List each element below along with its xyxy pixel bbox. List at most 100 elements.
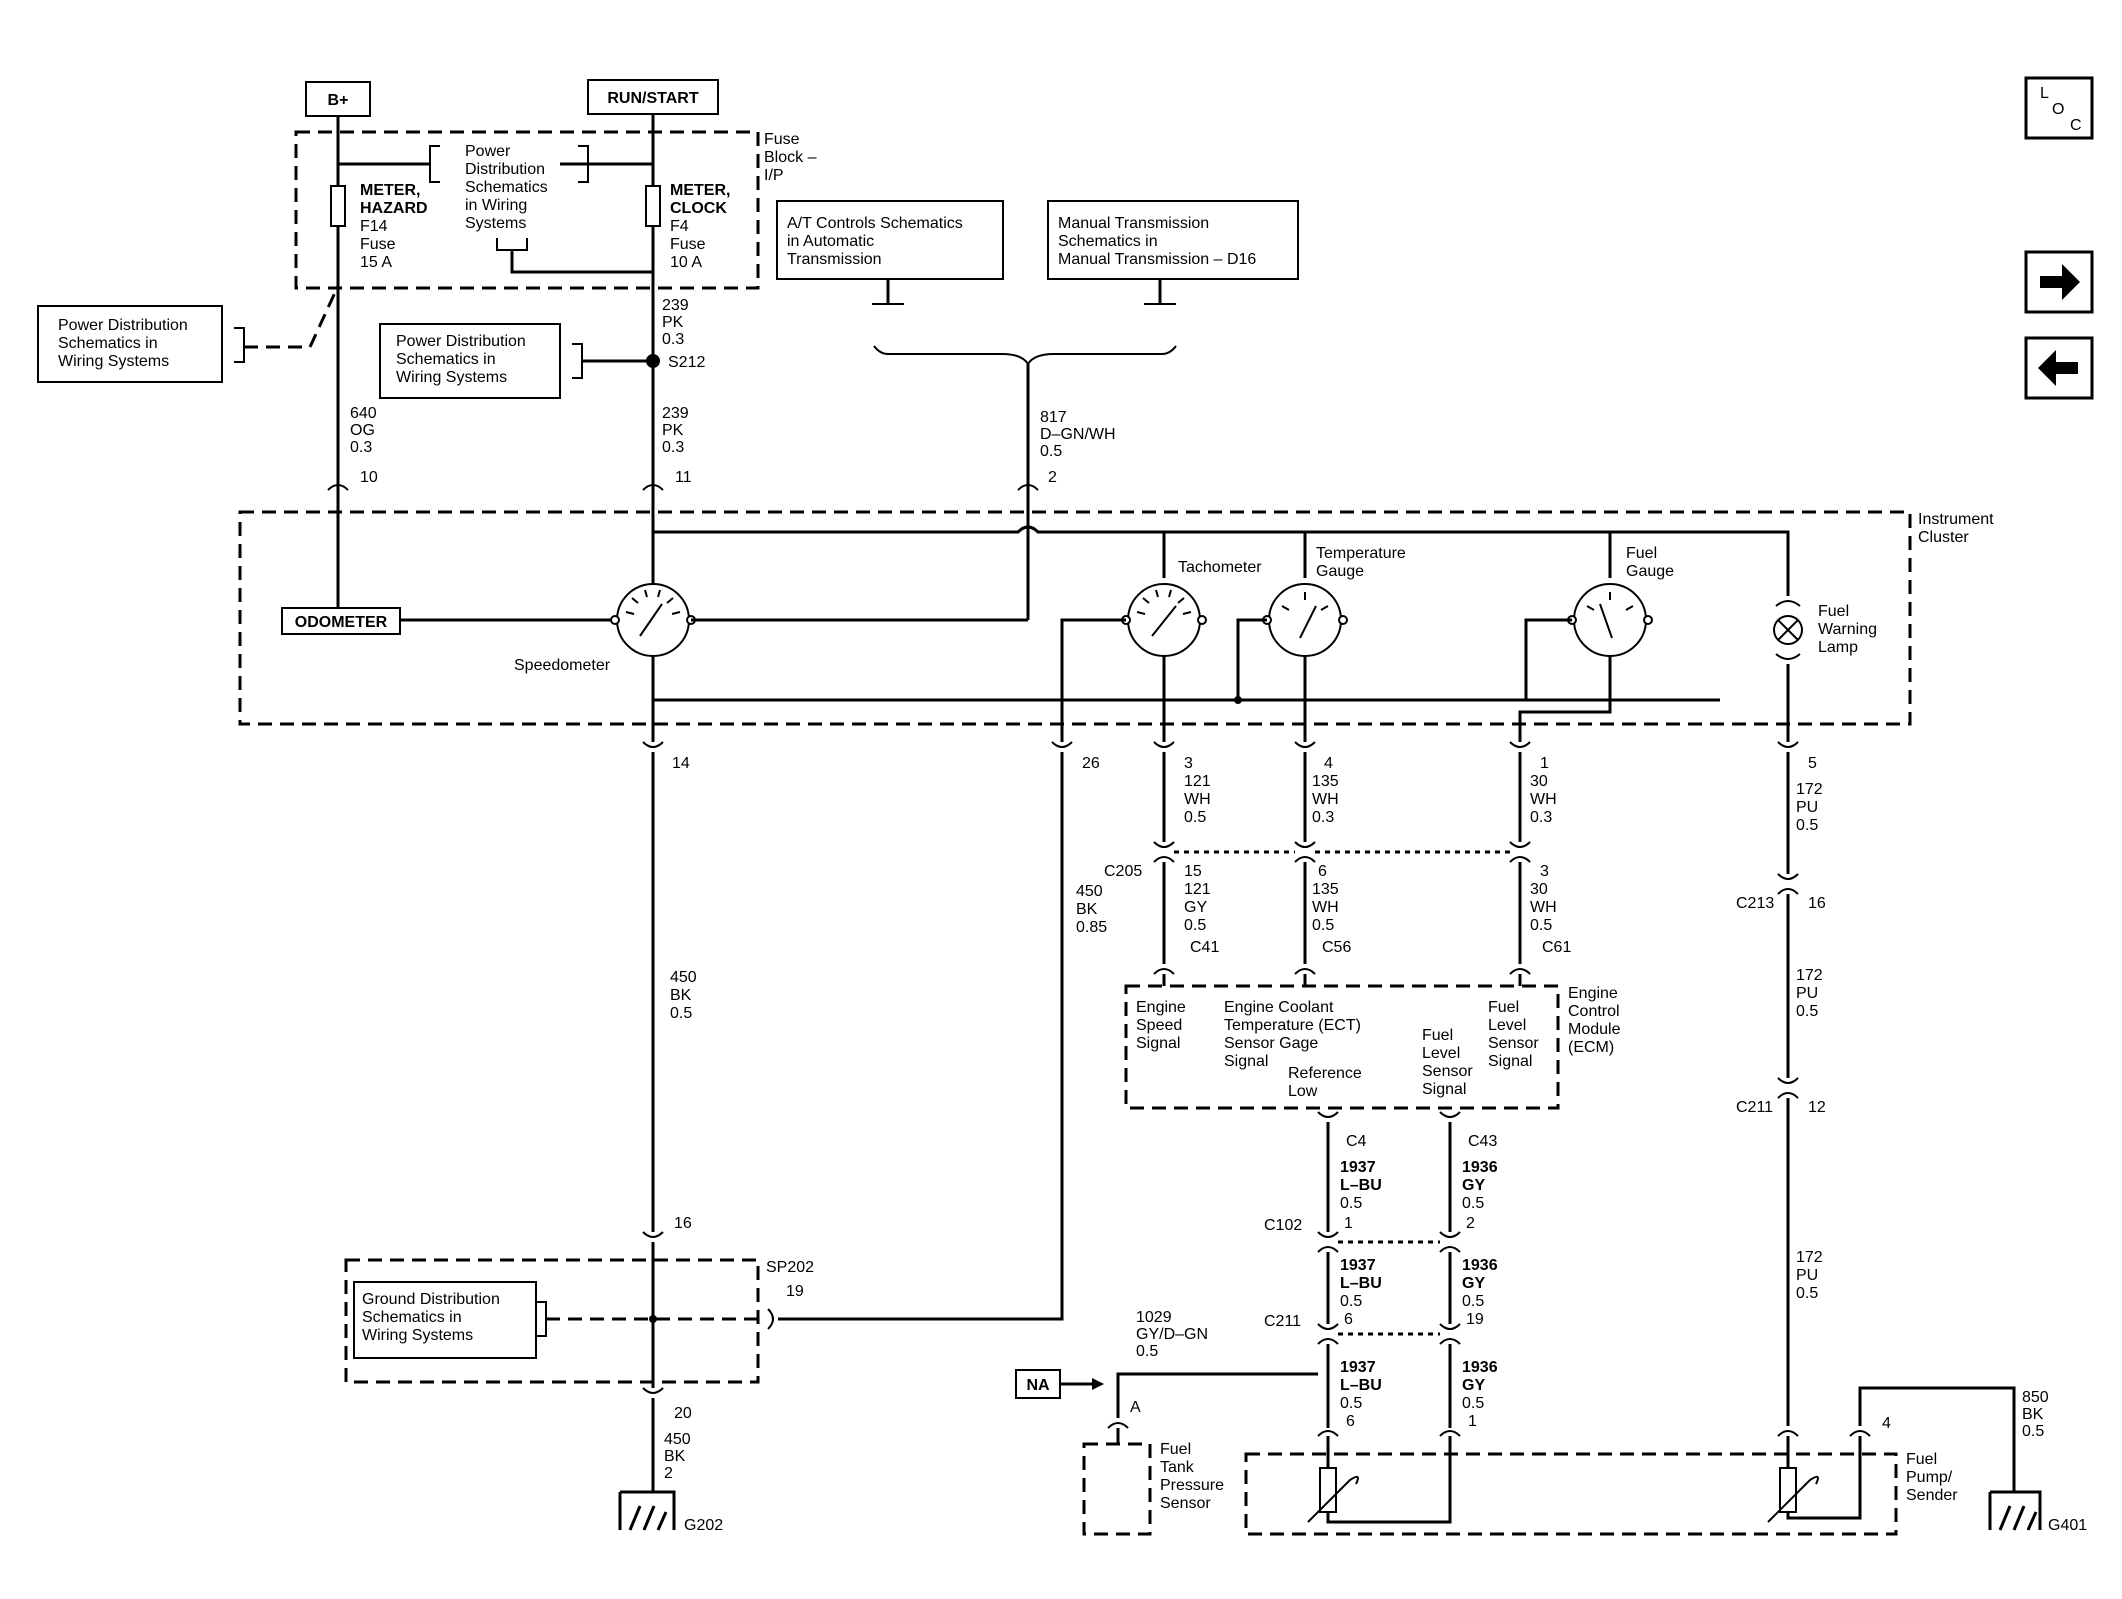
ground-g202-label: G202 [684,1517,723,1534]
wire-640: 640 OG 0.3 [350,405,381,456]
pin-15: 15 [1184,863,1202,880]
ecm-reference-low: Reference Low [1288,1065,1366,1100]
sp202-outline [344,1258,760,1384]
wire-172-pu-2: 172 PU 0.5 [1796,967,1827,1020]
wire-850: 850 BK 0.5 [2022,1389,2053,1440]
fuse-f4-label: METER, CLOCK [670,182,735,217]
pin-a: A [1130,1399,1141,1416]
runstart-label: RUN/START [607,90,698,107]
wire-239-upper: 239 PK 0.3 [662,297,693,348]
tachometer-label: Tachometer [1178,559,1262,576]
wire-1936-c-size: 0.5 [1462,1395,1484,1412]
connector-c102: C102 [1264,1217,1302,1234]
wire-135-wh-lower: 135 WH 0.5 [1312,881,1343,934]
fuse-block-outline [294,130,760,290]
odometer-label: ODOMETER [295,614,388,631]
pin-1: 1 [1540,755,1549,772]
bplus-label: B+ [328,92,349,109]
pin-19: 19 [786,1283,804,1300]
instrument-cluster-label: Instrument Cluster [1918,511,1998,546]
fuse-f14-rating: F14 Fuse 15 A [360,218,400,271]
speedometer-label: Speedometer [514,657,611,674]
ecm-engine-speed-signal: Engine Speed Signal [1136,999,1190,1052]
fuse-f4-icon [645,185,661,227]
pin-12: 12 [1808,1099,1826,1116]
pin-11: 11 [675,469,692,486]
power-distribution-ref-left [37,305,223,383]
wire-121-wh: 121 WH 0.5 [1184,773,1215,826]
wire-121-gy: 121 GY 0.5 [1184,881,1215,934]
fuel-tank-pressure-sensor-outline [1082,1442,1152,1536]
fuse-block-power-ref: Power Distribution Schematics in Wiring … [465,143,552,232]
fuel-tank-pressure-sensor-label: Fuel Tank Pressure Sensor [1160,1441,1228,1512]
wire-817: 817 D–GN/WH 0.5 [1040,409,1120,460]
pin-3: 3 [1184,755,1193,772]
wire-1936-c: 1936 GY [1462,1359,1502,1394]
pin-4: 4 [1324,755,1333,772]
at-controls-ref [776,200,1004,280]
ecm-label: Engine Control Module (ECM) [1568,985,1625,1056]
manual-trans-ref [1047,200,1299,280]
pin-26: 26 [1082,755,1100,772]
wire-239-lower: 239 PK 0.3 [662,405,693,456]
splice-s212-label: S212 [668,354,705,371]
fuel-pump-sender-outline [1244,1452,1898,1536]
power-distribution-ref-mid-text: Power Distribution Schematics in Wiring … [396,333,530,386]
wire-1936-b-size: 0.5 [1462,1293,1484,1310]
ecm-fuel-level-sensor-signal-2: Fuel Level Sensor Signal [1488,999,1543,1070]
pin-1-sender: 1 [1468,1413,1477,1430]
pin-20: 20 [674,1405,692,1422]
ecm-outline [1124,984,1560,1110]
pin-10: 10 [360,469,378,486]
instrument-cluster-outline [238,510,1912,726]
wire-135-wh-upper: 135 WH 0.3 [1312,773,1343,826]
connector-c213: C213 [1736,895,1774,912]
ground-g401-label: G401 [2048,1517,2087,1534]
wire-1937-a-size: 0.5 [1340,1195,1362,1212]
svg-text:C: C [2070,117,2082,134]
at-controls-ref-text: A/T Controls Schematics in Automatic Tra… [787,215,967,268]
wire-450-bk-05: 450 BK 0.5 [670,969,701,1022]
pin-5: 5 [1808,755,1817,772]
connector-c205: C205 [1104,863,1142,880]
splice-s212 [646,354,660,368]
ground-distribution-ref [353,1281,537,1359]
speedometer-gauge [610,583,696,657]
wire-1937-a: 1937 L–BU [1340,1159,1382,1194]
pin-3-c205: 3 [1540,863,1549,880]
wire-1936-b: 1936 GY [1462,1257,1502,1292]
svg-text:L: L [2040,85,2049,102]
previous-page-arrow-icon[interactable] [2024,336,2094,400]
manual-trans-ref-text: Manual Transmission Schematics in Manual… [1058,215,1256,268]
wire-1937-c: 1937 L–BU [1340,1359,1382,1394]
connector-c211-lower: C211 [1264,1313,1301,1330]
na-box [1015,1369,1061,1399]
fuse-f14-icon [330,185,346,227]
fuse-f4-rating: F4 Fuse 10 A [670,218,710,271]
fuel-pump-sender-label: Fuel Pump/ Sender [1906,1451,1958,1504]
wire-172-pu-3: 172 PU 0.5 [1796,1249,1827,1302]
svg-text:O: O [2052,101,2064,118]
location-icon[interactable]: L O C [2024,76,2094,140]
wire-1936-a-size: 0.5 [1462,1195,1484,1212]
pin-c211-6: 6 [1344,1311,1353,1328]
connector-c211-upper: C211 [1736,1099,1773,1116]
pin-16-c213: 16 [1808,895,1826,912]
ecm-ect-signal: Engine Coolant Temperature (ECT) Sensor … [1224,999,1365,1070]
temperature-gauge-label: Temperature Gauge [1316,545,1410,580]
pin-c211-19: 19 [1466,1311,1484,1328]
next-page-arrow-icon[interactable] [2024,250,2094,314]
fuel-pump-variable-resistor-icon [1767,1436,1862,1523]
wire-1937-c-size: 0.5 [1340,1395,1362,1412]
pin-c61: C61 [1542,939,1571,956]
power-distribution-ref-mid [379,323,561,399]
pin-c102-2: 2 [1466,1215,1475,1232]
pin-14: 14 [672,755,690,772]
wire-1937-b-size: 0.5 [1340,1293,1362,1310]
wire-1937-b: 1937 L–BU [1340,1257,1382,1292]
temperature-gauge [1262,583,1348,657]
sp202-label: SP202 [766,1259,814,1276]
pin-4-pump: 4 [1882,1415,1891,1432]
pin-c43: C43 [1468,1133,1497,1150]
